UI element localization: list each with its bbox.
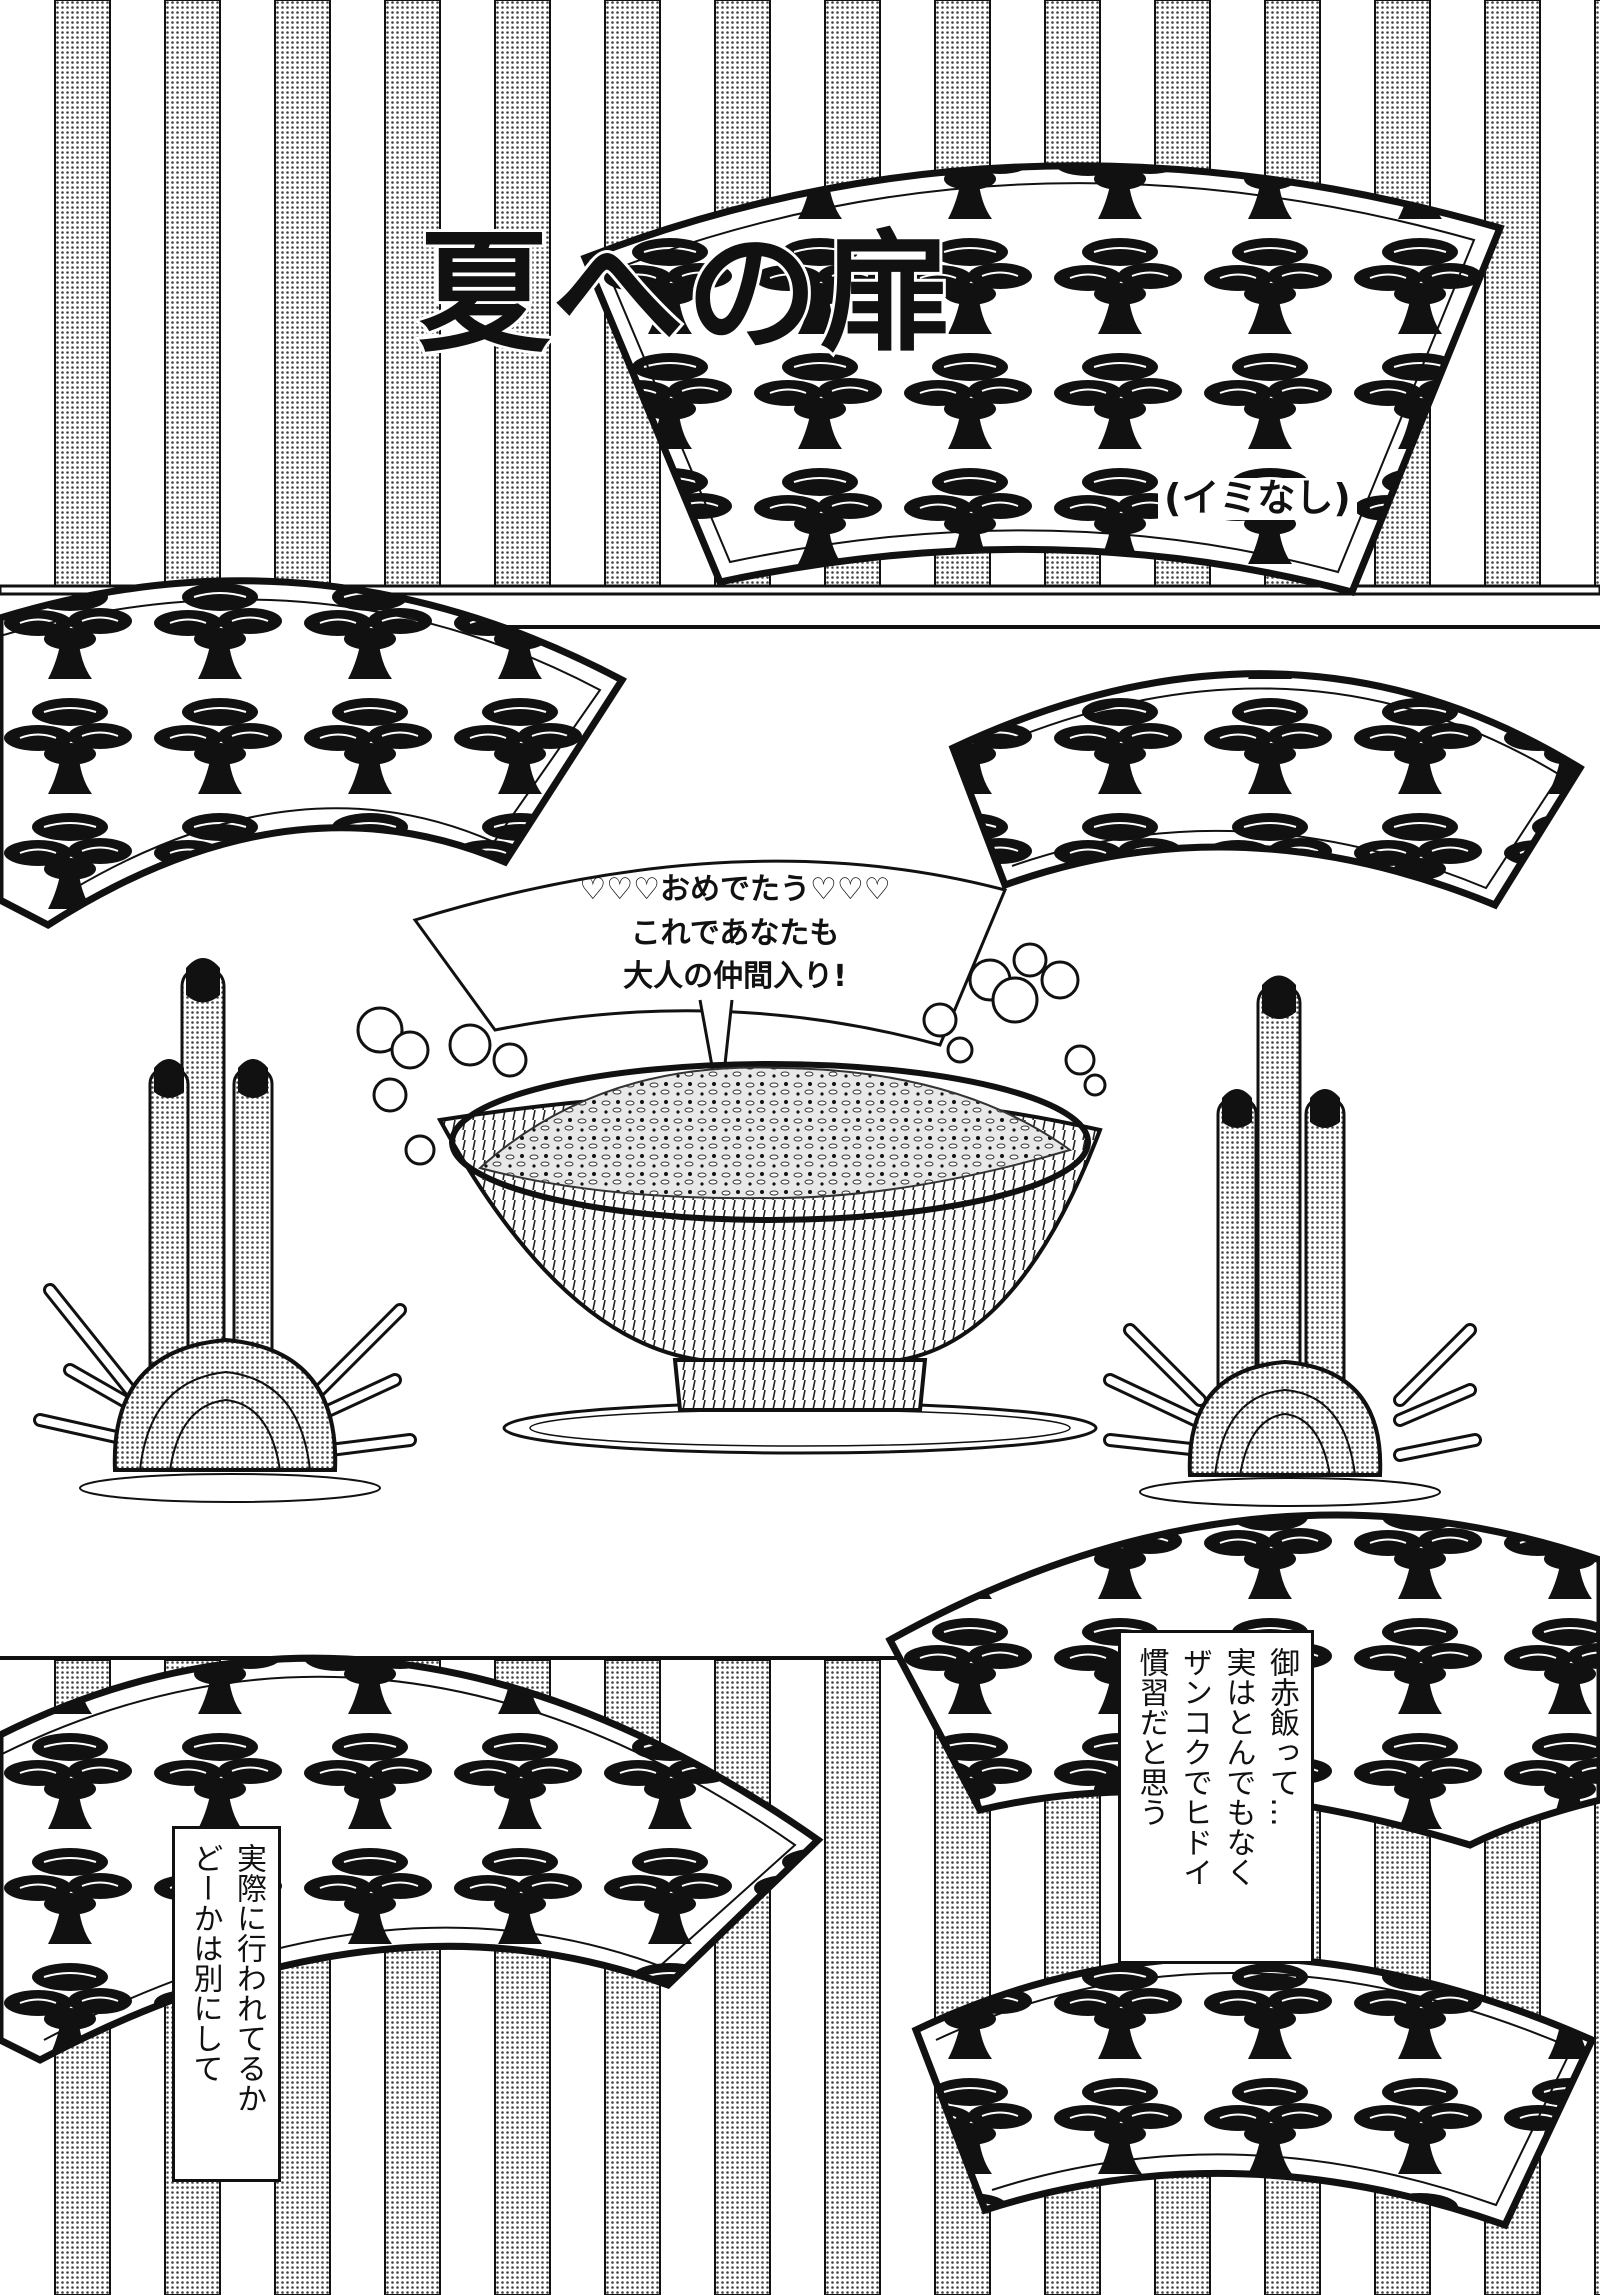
caption-left-line-1: 実際に行われてるか bbox=[231, 1843, 266, 2113]
banner-line-3: 大人の仲間入り! bbox=[623, 959, 847, 994]
caption-right-line-4: 慣習だと思う bbox=[1133, 1647, 1169, 1827]
caption-right-line-3: ザンコクでヒドイ bbox=[1177, 1647, 1212, 1887]
caption-left-line-2: どーかは別にして bbox=[187, 1843, 223, 2083]
banner-line-2: これであなたも bbox=[630, 915, 840, 951]
tone-stripe bbox=[714, 1659, 771, 2295]
caption-right: 御赤飯って… 実はとんでもなく ザンコクでヒドイ 慣習だと思う bbox=[1118, 1630, 1314, 1964]
page-title: 夏への扉 bbox=[415, 217, 955, 371]
speech-banner bbox=[412, 859, 1008, 1111]
banner-line-1: ♡♡♡おめでたう♡♡♡ bbox=[579, 872, 891, 907]
fan-upper-left bbox=[0, 577, 628, 930]
fan-lower-right-lower bbox=[911, 1953, 1597, 2230]
tone-stripe bbox=[164, 0, 221, 589]
caption-right-line-2: 実はとんでもなく bbox=[1220, 1647, 1256, 1887]
tone-stripe bbox=[1594, 0, 1600, 589]
rice-bowl bbox=[436, 1061, 1103, 1455]
tone-stripe bbox=[824, 1659, 881, 2295]
tone-stripe bbox=[54, 0, 111, 589]
caption-left: 実際に行われてるか どーかは別にして bbox=[172, 1826, 281, 2182]
tone-stripe bbox=[384, 0, 441, 589]
kadomatsu-right bbox=[1103, 975, 1482, 1507]
fan-upper-right bbox=[948, 670, 1585, 910]
caption-right-line-1: 御赤飯って… bbox=[1264, 1647, 1299, 1827]
tone-stripe bbox=[1484, 0, 1541, 589]
tone-stripe bbox=[274, 0, 331, 589]
banner-text: ♡♡♡おめでたう♡♡♡ これであなたも 大人の仲間入り! bbox=[520, 868, 950, 999]
steam-clouds bbox=[356, 942, 1107, 1166]
tone-stripe bbox=[1594, 1659, 1600, 2295]
page-subtitle: (イミなし) bbox=[1158, 477, 1357, 520]
kadomatsu-left bbox=[33, 958, 417, 1503]
